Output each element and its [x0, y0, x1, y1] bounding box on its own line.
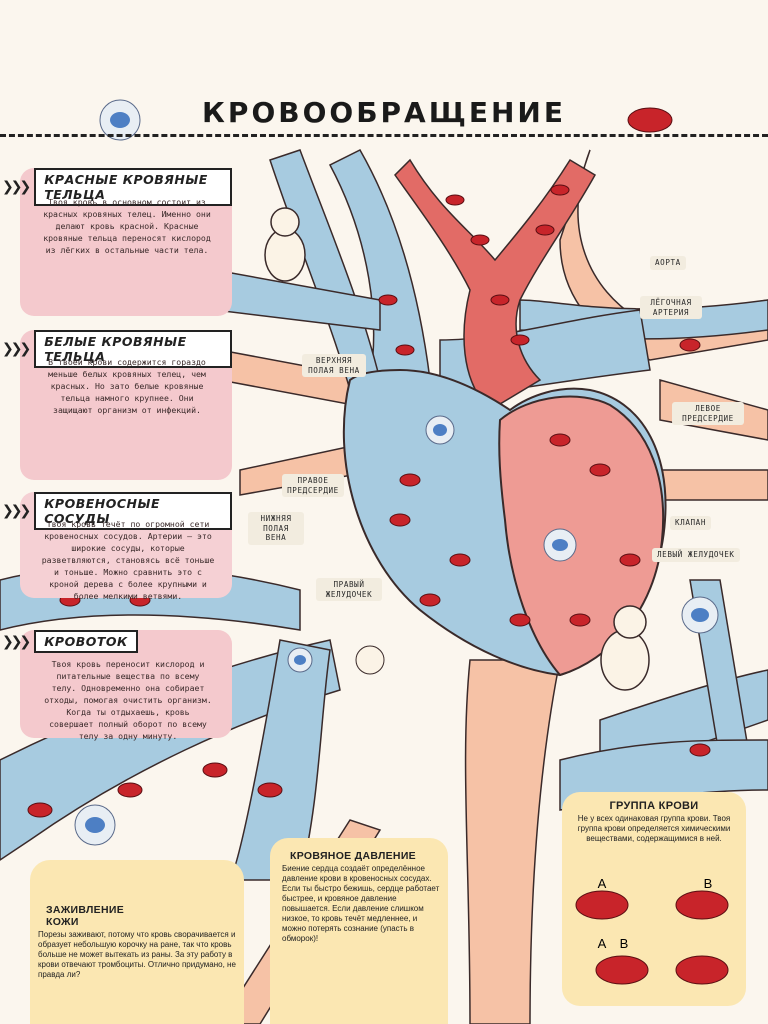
heading-blood-flow: КРОВОТОК — [34, 630, 138, 653]
blood-type-label-ab-b: B — [620, 936, 629, 951]
heading-white-cells: БЕЛЫЕ КРОВЯНЫЕ ТЕЛЬЦА — [34, 330, 232, 368]
healing-box — [30, 860, 244, 1024]
section-red-cells: ❯❯❯ КРАСНЫЕ КРОВЯНЫЕ ТЕЛЬЦА Твоя кровь в… — [2, 168, 232, 316]
healing-text: Порезы заживают, потому что кровь сворач… — [38, 930, 236, 979]
label-valve: КЛАПАН — [670, 516, 712, 530]
section-white-cells: ❯❯❯ БЕЛЫЕ КРОВЯНЫЕ ТЕЛЬЦА В твоей крови … — [2, 330, 232, 480]
mouse-characters — [264, 207, 650, 691]
section-blood-flow: ❯❯❯ КРОВОТОК Твоя кровь переносит кислор… — [2, 630, 232, 741]
section-heading-blood-flow: ❯❯❯ КРОВОТОК — [2, 630, 138, 653]
section-heading-white-cells: ❯❯❯ БЕЛЫЕ КРОВЯНЫЕ ТЕЛЬЦА — [2, 330, 232, 368]
blood-cell-b — [675, 890, 729, 920]
blood-cell-o — [675, 955, 729, 985]
label-right-ventricle: ПРАВЫЙ ЖЕЛУДОЧЕК — [316, 578, 382, 601]
label-inferior-vena-cava: НИЖНЯЯ ПОЛАЯ ВЕНА — [248, 512, 304, 545]
blood-type-cells: A B A B — [575, 876, 729, 985]
aorta-shape — [394, 158, 597, 411]
platelet-character — [355, 645, 385, 675]
chevron-right-icon: ❯❯❯ — [2, 179, 31, 195]
blood-cell-ab — [595, 955, 649, 985]
blood-pressure-title: КРОВЯНОЕ ДАВЛЕНИЕ — [290, 850, 416, 862]
title-divider — [0, 134, 768, 137]
label-left-atrium: ЛЕВОЕ ПРЕДСЕРДИЕ — [672, 402, 744, 425]
blood-pressure-box — [270, 838, 448, 1024]
chevron-right-icon: ❯❯❯ — [2, 341, 31, 357]
chevron-right-icon: ❯❯❯ — [2, 503, 31, 519]
heading-vessels: КРОВЕНОСНЫЕ СОСУДЫ — [34, 492, 232, 530]
chevron-right-icon: ❯❯❯ — [2, 633, 31, 650]
section-heading-vessels: ❯❯❯ КРОВЕНОСНЫЕ СОСУДЫ — [2, 492, 232, 530]
blood-type-title: ГРУППА КРОВИ — [609, 800, 699, 812]
label-pulmonary-artery: ЛЁГОЧНАЯ АРТЕРИЯ — [640, 296, 702, 319]
blood-type-label-ab-a: A — [598, 936, 607, 951]
blood-type-label-b: B — [704, 876, 713, 891]
page-title: КРОВООБРАЩЕНИЕ — [202, 96, 566, 129]
section-heading-red-cells: ❯❯❯ КРАСНЫЕ КРОВЯНЫЕ ТЕЛЬЦА — [2, 168, 232, 206]
label-left-ventricle: ЛЕВЫЙ ЖЕЛУДОЧЕК — [652, 548, 740, 562]
heading-red-cells: КРАСНЫЕ КРОВЯНЫЕ ТЕЛЬЦА — [34, 168, 232, 206]
text-blood-flow: Твоя кровь переносит кислород и питатель… — [44, 659, 212, 741]
section-vessels: ❯❯❯ КРОВЕНОСНЫЕ СОСУДЫ Твоя кровь течёт … — [2, 492, 232, 601]
label-aorta: АОРТА — [650, 256, 686, 270]
text-red-cells: Твоя кровь в основном состоит из красных… — [43, 197, 211, 255]
blood-type-text: Не у всех одинаковая группа крови. Твоя … — [577, 814, 731, 843]
healing-title: ЗАЖИВЛЕНИЕ КОЖИ — [46, 904, 125, 928]
blood-cell-a — [575, 890, 629, 920]
text-white-cells: В твоей крови содержится гораздо меньше … — [48, 357, 206, 415]
label-right-atrium: ПРАВОЕ ПРЕДСЕРДИЕ — [282, 474, 344, 497]
label-superior-vena-cava: ВЕРХНЯЯ ПОЛАЯ ВЕНА — [302, 354, 366, 377]
blood-type-label-a: A — [598, 876, 607, 891]
blood-pressure-text: Биение сердца создаёт определённое давле… — [282, 864, 440, 943]
text-vessels: Твоя кровь течёт по огромной сети кровен… — [41, 519, 215, 601]
